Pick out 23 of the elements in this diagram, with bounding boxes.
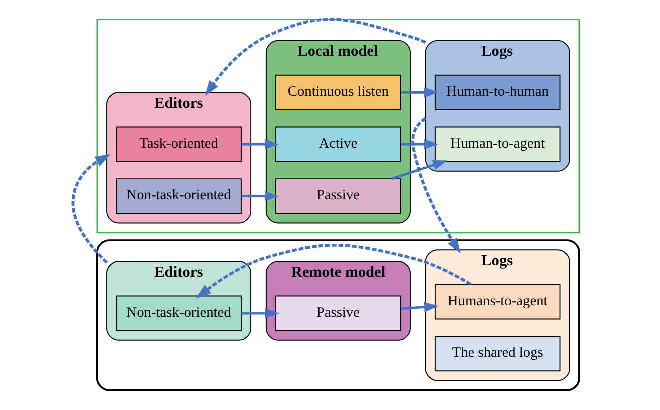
arrow [242,191,280,202]
node-box: Human-to-human [434,74,561,110]
arrow [401,302,439,312]
arrow [401,139,439,150]
node-box: The shared logs [434,336,561,372]
arrow [205,18,426,96]
arrow [196,244,472,299]
node-box: Human-to-agent [434,126,561,162]
arrow [242,308,280,319]
arrow [242,139,280,150]
cluster [96,240,580,392]
node-box: Active [276,126,402,162]
arrow [72,154,111,264]
node-box: Non-task-oriented [116,178,242,214]
node-box: Passive [276,296,402,332]
node-box: Passive [276,178,402,214]
arrow [392,160,448,180]
node-box: Continuous listen [276,74,402,110]
arrow [412,117,461,254]
node-box: Humans-to-agent [434,284,561,320]
arrow [401,88,439,98]
node-box: Non-task-oriented [116,296,242,332]
node-box: Task-oriented [116,126,242,162]
